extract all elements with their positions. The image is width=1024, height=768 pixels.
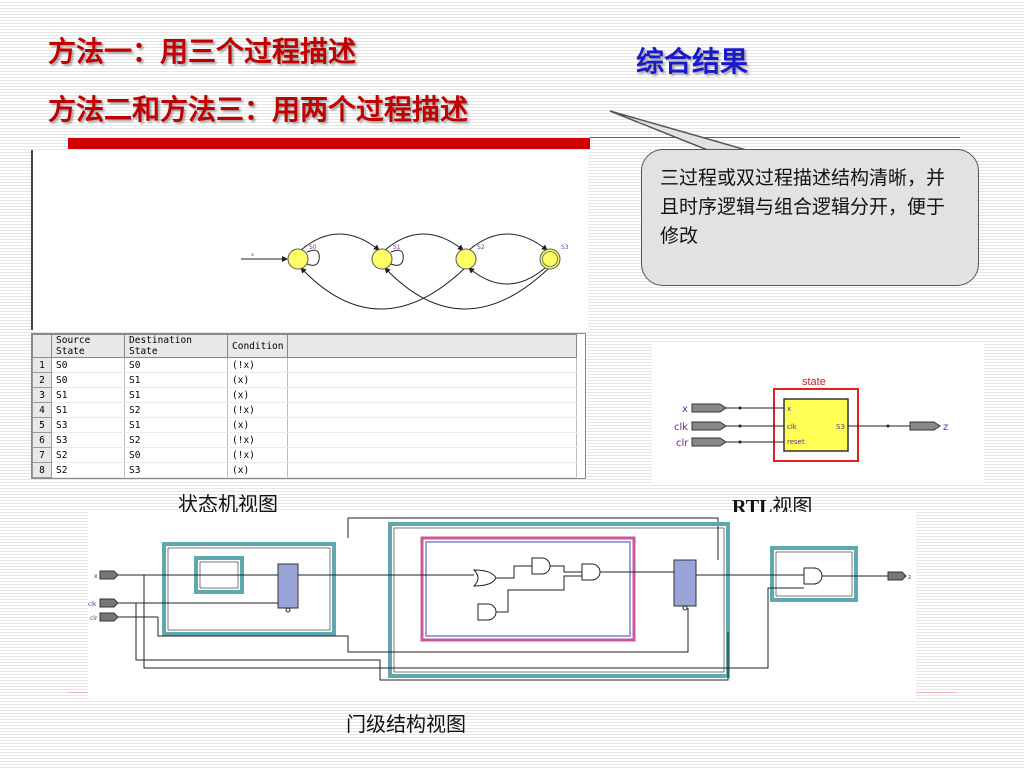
svg-text:clk: clk [674,422,688,433]
title-underline-rule [590,137,960,138]
svg-text:S1: S1 [393,244,401,251]
slide-title-method-one: 方法一：用三个过程描述 [48,35,357,68]
state-transition-table: Source State Destination State Condition… [31,333,586,479]
state-machine-diagram: x S0 S1 S2 S3 [31,150,588,330]
svg-text:x: x [787,405,791,413]
destination-state-cell: S0 [124,357,228,373]
state-node-s3: S3 [539,244,569,270]
gate-output-z: z [887,571,911,581]
state-node-s1: S1 [371,244,401,270]
svg-text:z: z [908,574,911,581]
rtl-input-clk: clk [674,421,784,433]
row-number: 4 [32,402,52,418]
gate-input-x: x [94,570,119,580]
rtl-block-name: state [802,376,826,388]
empty-cell [287,447,578,463]
table-header-row: Source State Destination State Condition [32,334,578,358]
empty-cell [287,432,578,448]
slide-title-method-two-three: 方法二和方法三：用两个过程描述 [48,93,469,126]
empty-cell [287,387,578,403]
synthesis-result-title: 综合结果 [636,45,749,78]
column-header-source[interactable]: Source State [51,334,125,358]
callout-note: 三过程或双过程描述结构清晰，并且时序逻辑与组合逻辑分开，便于修改 [641,149,979,286]
column-header-empty [287,334,578,358]
gate-input-clk: clk [88,598,119,608]
source-state-cell: S3 [51,417,125,433]
column-header-condition[interactable]: Condition [226,334,289,358]
source-state-cell: S2 [51,462,125,478]
destination-state-cell: S0 [124,447,228,463]
gate-input-clr: clr [90,612,119,622]
svg-text:S0: S0 [309,244,317,251]
state-node-s0: S0 [287,244,317,270]
condition-cell: (x) [227,462,289,478]
svg-text:clr: clr [90,615,98,622]
rtl-output-z: z [848,421,948,433]
svg-text:clk: clk [787,423,798,431]
svg-text:x: x [94,573,98,580]
gate-level-schematic: x clk clr z [88,512,916,700]
row-number: 1 [32,357,52,373]
source-state-cell: S1 [51,387,125,403]
row-number: 2 [32,372,52,388]
condition-cell: (x) [227,387,289,403]
svg-text:clr: clr [676,438,689,449]
state-node-s2: S2 [455,244,485,270]
row-number-header [32,334,52,358]
svg-text:S3: S3 [561,244,569,251]
empty-cell [287,462,578,478]
callout-pointer [609,110,750,152]
destination-state-cell: S1 [124,417,228,433]
row-number: 5 [32,417,52,433]
footer-rule-right [916,692,956,693]
condition-cell: (x) [227,417,289,433]
row-number: 6 [32,432,52,448]
empty-cell [287,402,578,418]
svg-text:clk: clk [88,601,97,608]
empty-cell [287,372,578,388]
footer-rule-left [68,692,88,693]
row-number: 3 [32,387,52,403]
destination-state-cell: S1 [124,387,228,403]
condition-cell: (!x) [227,357,289,373]
title-accent-bar [68,138,590,149]
condition-cell: (!x) [227,432,289,448]
source-state-cell: S1 [51,402,125,418]
destination-state-cell: S2 [124,402,228,418]
condition-cell: (!x) [227,447,289,463]
fsm-input-label: x [251,252,254,258]
rtl-input-x: x [682,403,784,415]
rtl-input-clr: clr [676,437,784,449]
destination-state-cell: S3 [124,462,228,478]
gate-view-caption: 门级结构视图 [346,712,466,736]
empty-cell [287,357,578,373]
source-state-cell: S0 [51,372,125,388]
column-header-destination[interactable]: Destination State [124,334,228,358]
empty-cell [287,417,578,433]
rtl-schematic: state x clk reset S3 x clk clr [652,343,984,485]
destination-state-cell: S2 [124,432,228,448]
condition-cell: (!x) [227,402,289,418]
svg-text:x: x [682,404,688,415]
source-state-cell: S3 [51,432,125,448]
row-number: 7 [32,447,52,463]
destination-state-cell: S1 [124,372,228,388]
svg-text:reset: reset [787,438,805,446]
source-state-cell: S0 [51,357,125,373]
source-state-cell: S2 [51,447,125,463]
svg-text:z: z [943,422,948,433]
svg-text:S2: S2 [477,244,485,251]
svg-text:S3: S3 [836,423,845,431]
row-number: 8 [32,462,52,478]
condition-cell: (x) [227,372,289,388]
